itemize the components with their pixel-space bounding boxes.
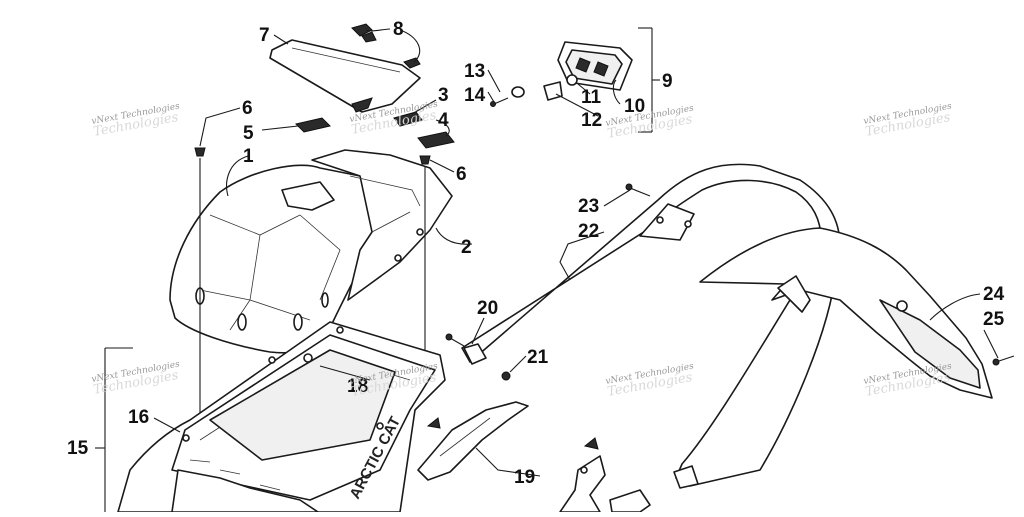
callout-21: 21: [527, 347, 549, 368]
callout-6-left: 6: [242, 98, 253, 119]
part-20-bolt: [445, 333, 465, 347]
direction-arrow-1: [426, 417, 441, 429]
part-19-rear-cover: [417, 401, 529, 481]
callout-16: 16: [128, 407, 149, 428]
callout-22: 22: [578, 221, 599, 242]
callout-20: 20: [477, 298, 498, 319]
part-19-bracket: [559, 455, 651, 513]
callout-8: 8: [393, 19, 404, 40]
callout-19: 19: [514, 467, 535, 488]
part-24-rear-fender: [699, 227, 993, 399]
part-14-screw: [490, 97, 509, 107]
direction-arrow-2: [583, 437, 599, 450]
part-23-bolt: [625, 183, 651, 197]
part-4-decal: [417, 131, 455, 149]
part-21-nut: [501, 371, 511, 381]
callout-23: 23: [578, 196, 599, 217]
callout-7: 7: [259, 25, 270, 46]
callout-labels: 7 8 6 5 1 3 4 6 2 13 14 11 12 10 9 23 22…: [67, 19, 1005, 488]
callout-9: 9: [662, 71, 673, 92]
part-3-decal: [393, 111, 423, 127]
part-11-bulb: [566, 74, 578, 86]
callout-10: 10: [624, 96, 645, 117]
callout-12: 12: [581, 110, 602, 131]
part-13-washer: [511, 86, 525, 98]
callout-6-right: 6: [456, 164, 467, 185]
callout-25: 25: [983, 309, 1005, 330]
callout-15: 15: [67, 438, 89, 459]
callout-1: 1: [243, 146, 254, 167]
part-25-screw: [992, 355, 1015, 366]
part-2-rear-cowl: [311, 149, 453, 301]
part-5-decal: [295, 117, 331, 133]
callout-24: 24: [983, 284, 1005, 305]
callout-3: 3: [438, 85, 449, 106]
part-12-socket: [543, 81, 563, 101]
leader-lines: [95, 28, 999, 477]
part-1-seat-cowl: [169, 164, 376, 354]
callout-18: 18: [347, 376, 368, 397]
callout-2: 2: [461, 237, 472, 258]
callout-5: 5: [243, 123, 254, 144]
part-6-fastener-left: [194, 147, 206, 157]
part-22-grab-bar: [461, 163, 841, 489]
callout-11: 11: [581, 87, 602, 108]
part-6-fastener-right: [419, 155, 431, 165]
part-7-plate: [269, 39, 421, 113]
callout-4: 4: [438, 110, 449, 131]
callout-14: 14: [464, 85, 486, 106]
callout-13: 13: [464, 61, 485, 82]
